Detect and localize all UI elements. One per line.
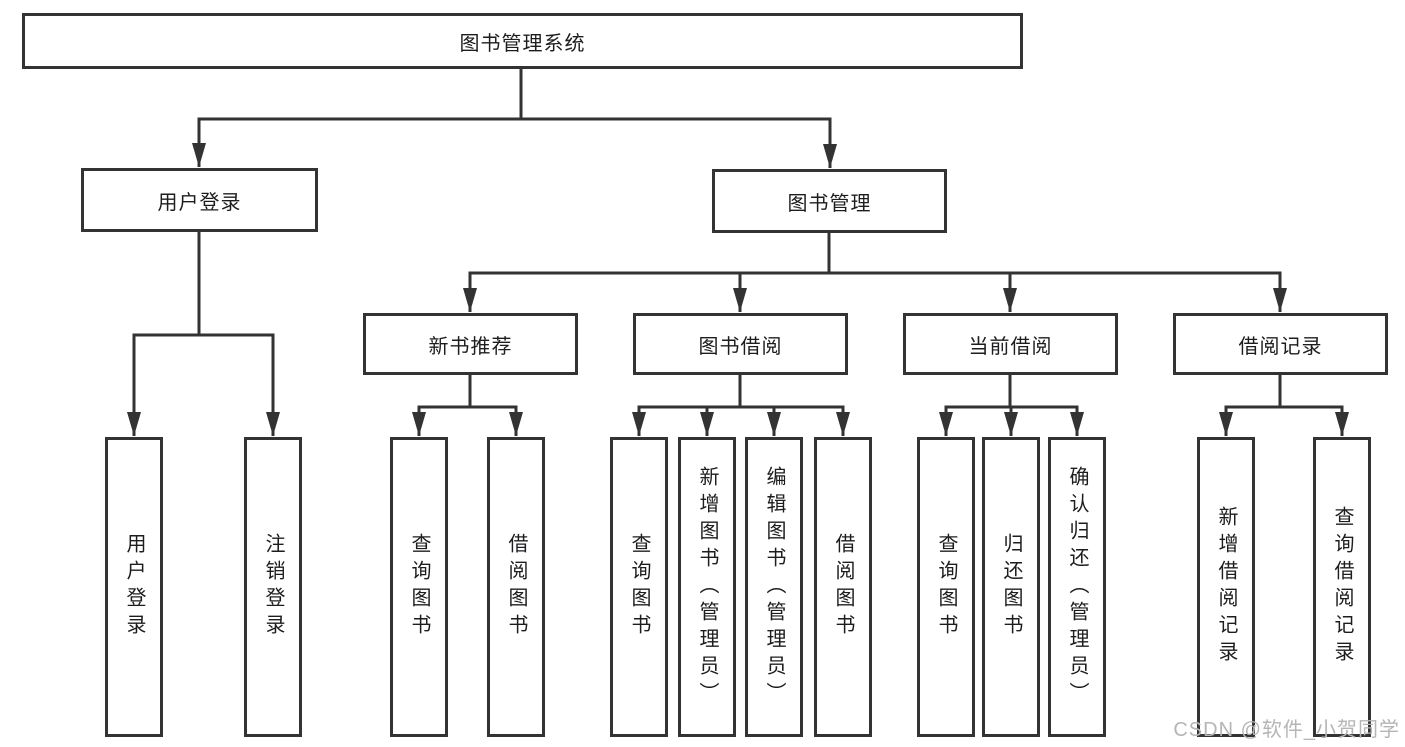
leaf-records-add-record-label: 新增借阅记录 (1215, 506, 1237, 668)
leaf-newbook-borrow-books-label: 借阅图书 (505, 533, 527, 641)
leaf-records-add-record: 新增借阅记录 (1197, 437, 1255, 737)
leaf-current-confirm-return-admin: 确认归还（管理员） (1048, 437, 1106, 737)
leaf-borrow-query-books: 查询图书 (610, 437, 668, 737)
leaf-user-login-label: 用户登录 (123, 533, 145, 641)
leaf-current-confirm-return-admin-label: 确认归还（管理员） (1066, 465, 1088, 709)
leaf-records-query-record: 查询借阅记录 (1313, 437, 1371, 737)
node-book-management-label: 图书管理 (787, 192, 872, 215)
node-root: 图书管理系统 (22, 13, 1023, 69)
leaf-borrow-add-books-admin: 新增图书（管理员） (678, 437, 736, 737)
leaf-current-query-books-label: 查询图书 (935, 533, 957, 641)
node-user-login: 用户登录 (81, 168, 318, 232)
leaf-borrow-edit-books-admin: 编辑图书（管理员） (745, 437, 803, 737)
leaf-borrow-borrow-books-label: 借阅图书 (832, 533, 854, 641)
leaf-current-query-books: 查询图书 (917, 437, 975, 737)
leaf-newbook-query-books: 查询图书 (390, 437, 448, 737)
leaf-borrow-query-books-label: 查询图书 (628, 533, 650, 641)
node-borrow-records: 借阅记录 (1173, 313, 1388, 375)
node-new-book-recommend: 新书推荐 (363, 313, 578, 375)
leaf-borrow-borrow-books: 借阅图书 (814, 437, 872, 737)
leaf-newbook-borrow-books: 借阅图书 (487, 437, 545, 737)
node-current-borrow-label: 当前借阅 (968, 335, 1053, 358)
node-root-label: 图书管理系统 (459, 32, 586, 55)
node-book-borrow: 图书借阅 (633, 313, 848, 375)
node-book-borrow-label: 图书借阅 (698, 335, 783, 358)
leaf-newbook-query-books-label: 查询图书 (408, 533, 430, 641)
node-user-login-label: 用户登录 (157, 191, 242, 214)
leaf-records-query-record-label: 查询借阅记录 (1331, 506, 1353, 668)
node-book-management: 图书管理 (712, 169, 947, 233)
leaf-current-return-books-label: 归还图书 (1000, 533, 1022, 641)
leaf-current-return-books: 归还图书 (982, 437, 1040, 737)
leaf-logout: 注销登录 (244, 437, 302, 737)
node-current-borrow: 当前借阅 (903, 313, 1118, 375)
leaf-logout-label: 注销登录 (262, 533, 284, 641)
leaf-user-login: 用户登录 (105, 437, 163, 737)
node-new-book-recommend-label: 新书推荐 (428, 335, 513, 358)
leaf-borrow-add-books-admin-label: 新增图书（管理员） (696, 465, 718, 709)
node-borrow-records-label: 借阅记录 (1238, 335, 1323, 358)
leaf-borrow-edit-books-admin-label: 编辑图书（管理员） (763, 465, 785, 709)
